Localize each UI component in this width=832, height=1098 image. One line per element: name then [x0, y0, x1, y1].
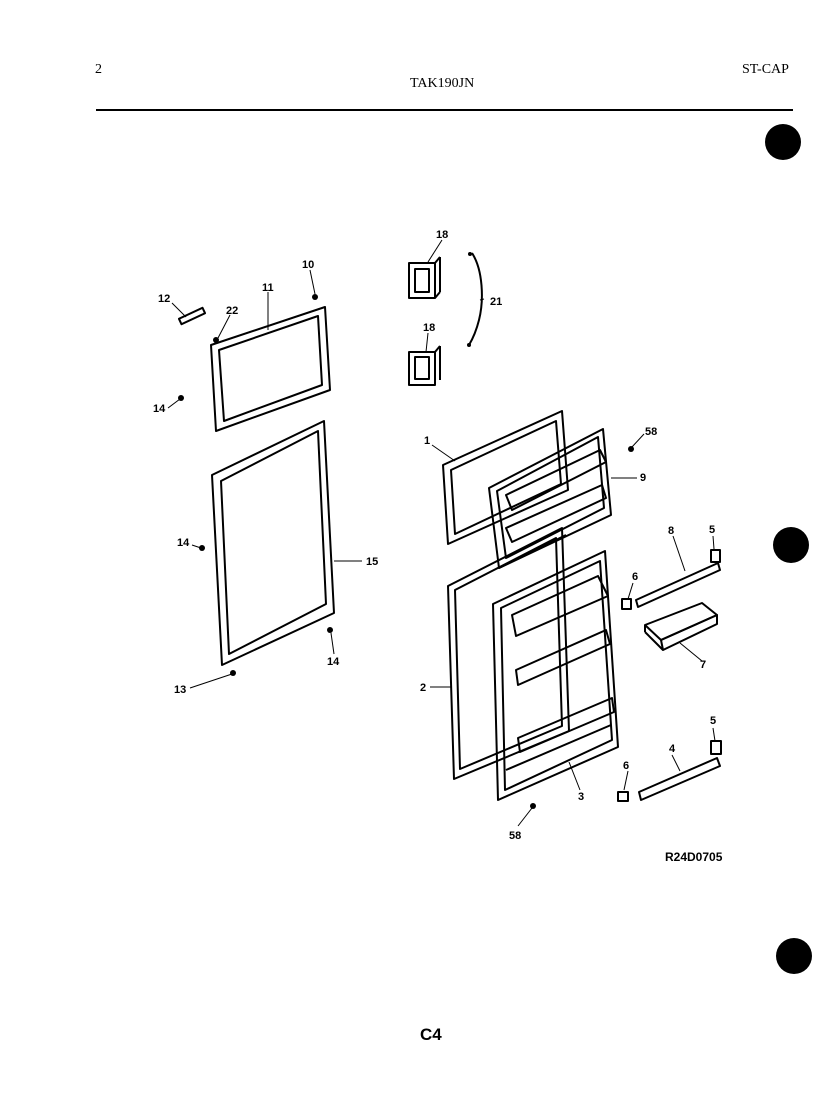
callout-58: 58 — [509, 830, 521, 842]
door-shelf — [644, 602, 718, 651]
shelf-clip-upper — [621, 598, 632, 610]
fresh-food-door-gasket — [211, 420, 335, 666]
shelf-rail-end-cap-upper — [710, 549, 721, 563]
binder-hole — [765, 124, 801, 160]
page-code: C4 — [420, 1025, 442, 1044]
hinge-wire — [468, 252, 483, 346]
callout-1: 1 — [424, 435, 430, 447]
callout-18: 18 — [436, 229, 448, 241]
callout-18: 18 — [423, 322, 435, 334]
leader-lines — [167, 239, 716, 827]
callout-21: 21 — [490, 296, 502, 308]
shelf-clip-lower — [617, 791, 629, 802]
freezer-inner-door — [488, 428, 612, 569]
screw — [230, 670, 236, 676]
model-number: TAK190JN — [410, 76, 475, 91]
page-number: 2 — [95, 62, 102, 77]
callout-15: 15 — [366, 556, 378, 568]
binder-hole — [773, 527, 809, 563]
callout-4: 4 — [669, 743, 676, 755]
freezer-door-gasket — [210, 306, 331, 432]
callout-9: 9 — [640, 472, 646, 484]
callout-2: 2 — [420, 682, 426, 694]
callout-6: 6 — [623, 760, 629, 772]
screw — [199, 545, 205, 551]
callout-labels: 12 22 11 10 14 14 15 14 13 18 21 18 1 58… — [153, 229, 716, 842]
drawing-reference: R24D0705 — [665, 850, 723, 864]
hinge-cover-lower — [408, 345, 441, 386]
shelf-rail-end-cap-lower — [710, 740, 722, 755]
door-shelf-rail-upper — [635, 562, 721, 608]
callout-14: 14 — [177, 537, 190, 549]
callout-22: 22 — [226, 305, 238, 317]
header-rule — [96, 109, 793, 111]
screw — [530, 803, 536, 809]
callout-58: 58 — [645, 426, 657, 438]
door-shelf-rail-lower — [638, 757, 721, 801]
screw — [213, 337, 219, 343]
screw — [312, 294, 318, 300]
screw — [327, 627, 333, 633]
callout-12: 12 — [158, 293, 170, 305]
hinge-cover-upper — [408, 256, 441, 299]
callout-13: 13 — [174, 684, 186, 696]
fresh-food-inner-door — [492, 550, 619, 801]
callout-14: 14 — [327, 656, 340, 668]
door-handle-trim — [177, 306, 207, 326]
category-code: ST-CAP — [742, 62, 789, 77]
screw — [468, 252, 472, 256]
callout-6: 6 — [632, 571, 638, 583]
callout-14: 14 — [153, 403, 166, 415]
callout-5: 5 — [709, 524, 715, 536]
callout-8: 8 — [668, 525, 674, 537]
callout-10: 10 — [302, 259, 314, 271]
callout-3: 3 — [578, 791, 584, 803]
screw — [628, 446, 634, 452]
binder-hole — [776, 938, 812, 974]
screw — [467, 343, 471, 347]
callout-11: 11 — [262, 282, 274, 294]
callout-5: 5 — [710, 715, 716, 727]
callout-7: 7 — [700, 659, 706, 671]
